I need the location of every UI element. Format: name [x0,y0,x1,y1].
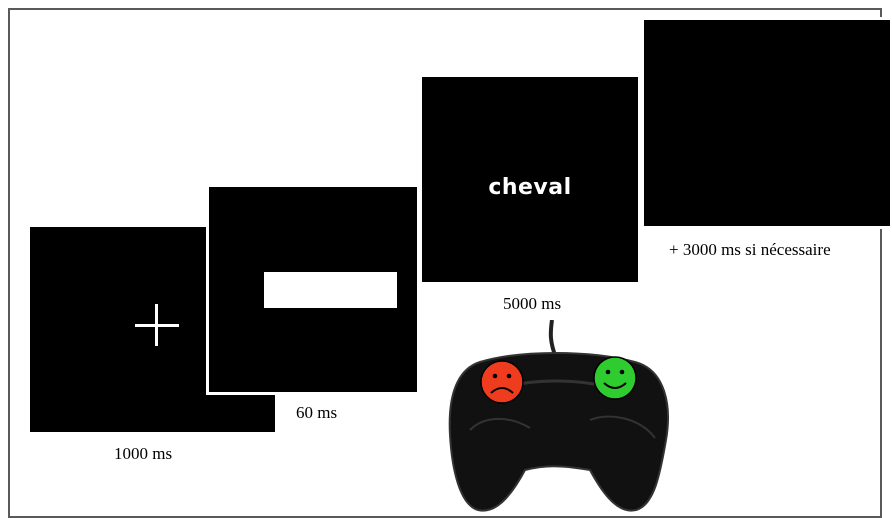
blank-screen [641,17,892,229]
sad-face-icon [480,360,524,404]
fixation-cross-vertical [155,304,158,346]
blank-duration-label: + 3000 ms si nécessaire [669,240,831,259]
controller-sheen-left [469,417,531,431]
happy-face-icon [593,356,637,400]
mask-rectangle [264,272,397,308]
mask-duration-label: 60 ms [296,403,338,422]
word-screen: cheval [419,74,641,285]
target-word: cheval [488,175,572,200]
controller-sheen-right [589,415,656,439]
gamepad-controller [448,320,669,512]
fixation-duration-label: 1000 ms [114,444,173,463]
mask-screen [206,184,420,395]
word-duration-label: 5000 ms [503,294,562,313]
